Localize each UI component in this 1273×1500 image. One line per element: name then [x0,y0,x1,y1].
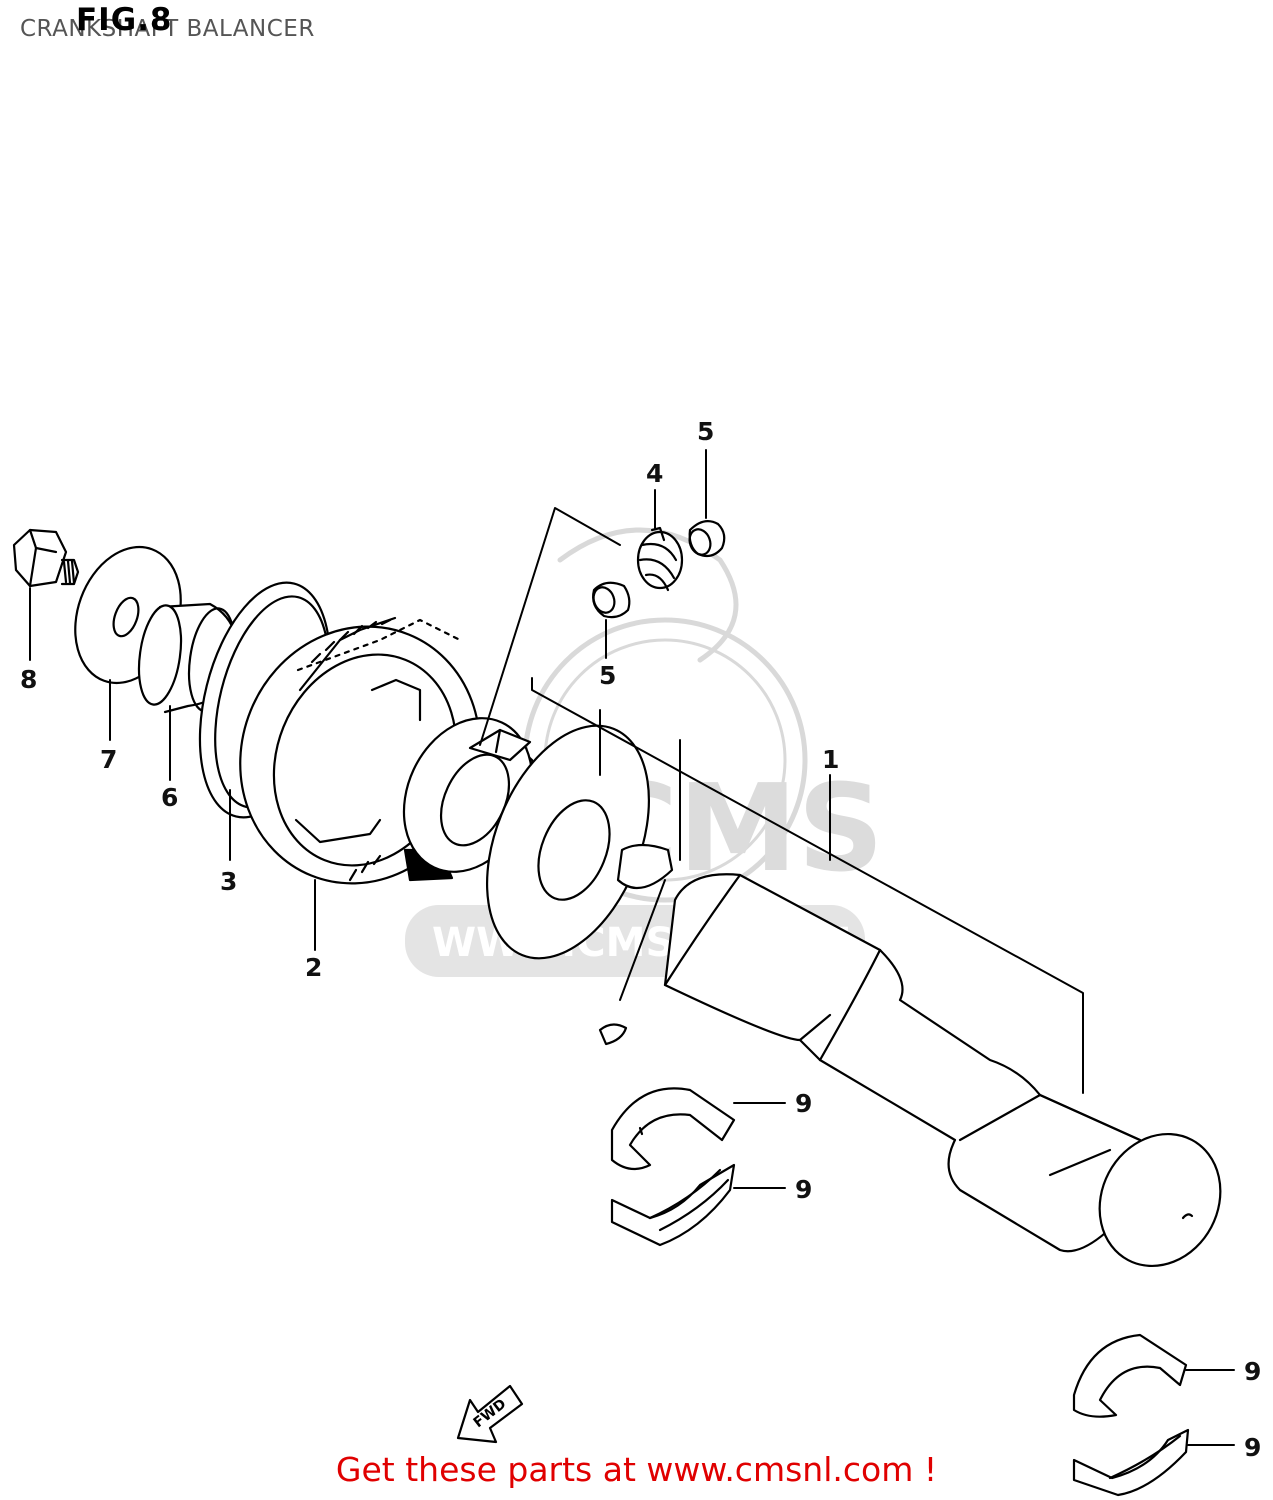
bearing-part-9-c [1072,1333,1188,1418]
callout-labels: 8 7 6 3 2 4 5 5 1 9 9 9 9 [20,417,1261,1462]
figure-title: FIG.8 [76,2,173,38]
bearing-part-9-d [1072,1428,1190,1497]
cap-part-5-lower [592,581,631,619]
callout-6: 6 [161,783,178,812]
callout-4: 4 [646,459,663,488]
callout-9-d: 9 [1244,1433,1261,1462]
balancer-shaft-part-1 [598,843,1222,1268]
callout-9-b: 9 [795,1175,812,1204]
leader-lines [29,449,1235,1446]
bolt-part-8 [12,528,80,588]
footer-link-text[interactable]: Get these parts at www.cmsnl.com ! [335,1450,938,1489]
spring-part-4 [636,526,684,592]
callout-9-a: 9 [795,1089,812,1118]
callout-9-c: 9 [1244,1357,1261,1386]
diagram-subtitle: CRANKSHAFT BALANCER [20,16,315,42]
callout-2: 2 [305,953,322,982]
callout-8: 8 [20,665,37,694]
callout-5-lower: 5 [599,661,616,690]
callout-5-upper: 5 [697,417,714,446]
callout-7: 7 [100,745,117,774]
cap-part-5-upper [688,519,726,558]
bearing-part-9-b [610,1163,736,1247]
callout-3: 3 [220,867,237,896]
callout-1: 1 [822,745,839,774]
forward-direction-arrow: FWD [456,1384,524,1444]
bearing-part-9-a [610,1087,736,1171]
